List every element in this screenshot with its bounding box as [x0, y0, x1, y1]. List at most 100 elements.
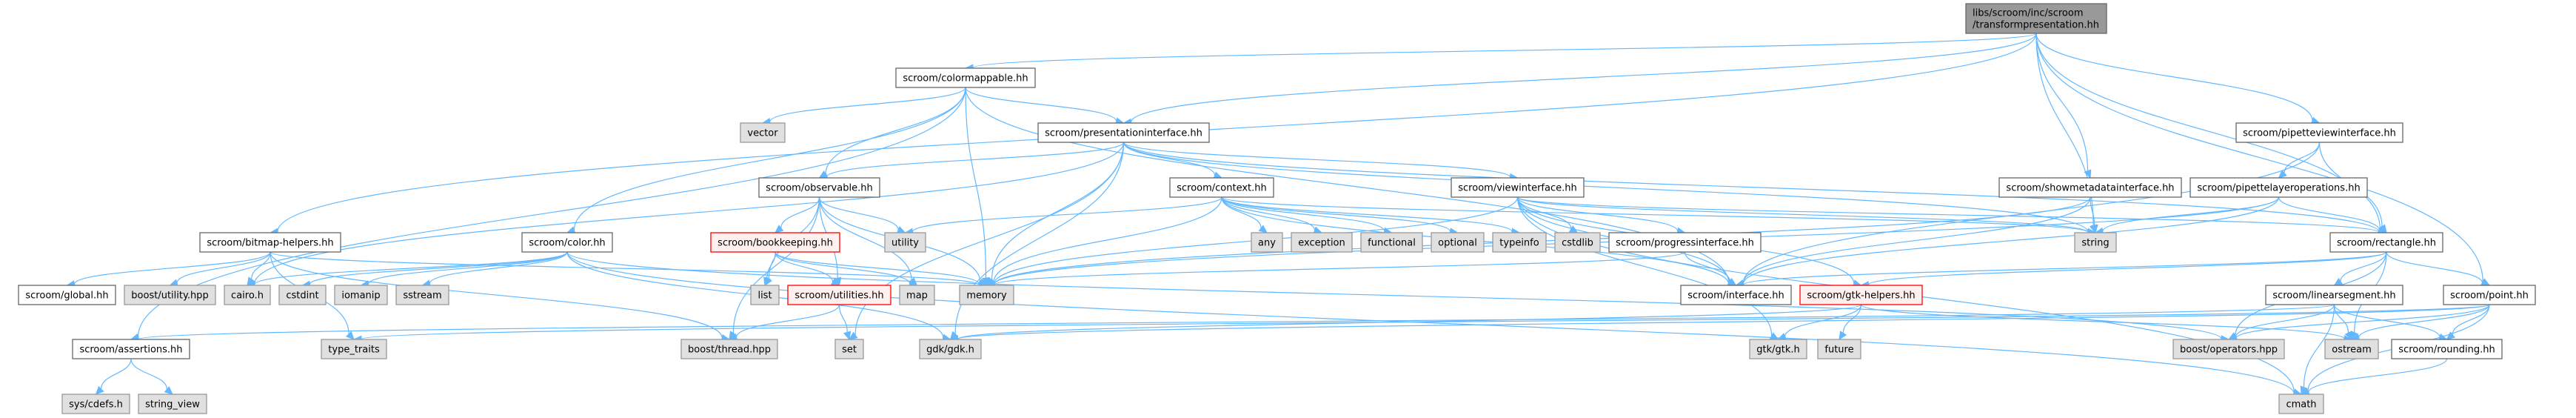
edge-line: [1221, 196, 1262, 228]
edge-line: [309, 251, 568, 285]
arrowhead-icon: [1839, 331, 1847, 341]
edge-line: [1684, 251, 1730, 282]
node-label: iomanip: [341, 291, 380, 302]
edge-bookkeeping-to-utilities: [775, 251, 840, 286]
node-label: scroom/global.hh: [25, 291, 108, 302]
node-gtk: gtk/gtk.h: [1749, 339, 1807, 359]
node-label: scroom/color.hh: [529, 238, 605, 249]
edge-line: [769, 87, 966, 122]
node-box: [199, 232, 341, 253]
node-global[interactable]: scroom/global.hh: [18, 285, 116, 305]
node-box: [959, 285, 1014, 305]
edge-line: [254, 142, 1125, 285]
edge-line: [957, 304, 2490, 340]
node-set: set: [834, 339, 864, 359]
node-label: scroom/rectangle.hh: [2337, 238, 2436, 249]
node-showmetadatainterface[interactable]: scroom/showmetadatainterface.hh: [1998, 177, 2182, 198]
node-box: [521, 232, 613, 253]
node-cstdint: cstdint: [278, 285, 327, 305]
node-pipettelayeroperations[interactable]: scroom/pipettelayeroperations.hh: [2189, 177, 2368, 198]
node-label: typeinfo: [1499, 238, 1539, 249]
node-box: [72, 339, 190, 359]
node-presentationinterface[interactable]: scroom/presentationinterface.hh: [1037, 122, 1210, 143]
node-rectangle[interactable]: scroom/rectangle.hh: [2329, 232, 2443, 253]
edge-color-to-cstdint: [301, 251, 568, 288]
node-bookkeeping[interactable]: scroom/bookkeeping.hh: [710, 232, 840, 253]
node-root[interactable]: libs/scroom/inc/scroom/transformpresenta…: [1965, 3, 2107, 34]
edge-line: [73, 251, 271, 285]
node-label: scroom/bitmap-helpers.hh: [207, 238, 333, 249]
node-box: [138, 394, 207, 414]
node-gtkhelpers[interactable]: scroom/gtk-helpers.hh: [1799, 285, 1923, 305]
node-syscdefs: sys/cdefs.h: [61, 394, 130, 414]
node-assertions[interactable]: scroom/assertions.hh: [72, 339, 190, 359]
edge-line: [2333, 304, 2440, 338]
node-box: [1965, 3, 2107, 34]
node-viewinterface[interactable]: scroom/viewinterface.hh: [1451, 177, 1585, 198]
edge-point-to-rounding: [2446, 304, 2490, 340]
edge-line: [254, 251, 568, 285]
edge-line: [2278, 196, 2381, 231]
edge-gtkhelpers-to-future: [1839, 304, 1862, 341]
edge-progressinterface-to-memory: [986, 251, 1686, 289]
edge-context-to-exception: [1221, 196, 1323, 234]
edges-layer: [66, 33, 2491, 398]
node-utilities[interactable]: scroom/utilities.hh: [787, 285, 891, 305]
node-box: [2172, 339, 2285, 359]
node-label: scroom/utilities.hh: [794, 291, 883, 302]
edge-line: [1221, 196, 1316, 230]
node-label: functional: [1368, 238, 1416, 249]
node-color[interactable]: scroom/color.hh: [521, 232, 613, 253]
node-box: [1291, 232, 1353, 253]
node-box: [2329, 232, 2443, 253]
edge-line: [1867, 251, 2387, 285]
edge-line: [2035, 33, 2089, 171]
node-box: [278, 285, 327, 305]
node-label: scroom/linearsegment.hh: [2272, 291, 2395, 302]
edge-line: [1860, 304, 2345, 339]
node-label: /transformpresentation.hh: [1973, 20, 2099, 31]
node-label: boost/utility.hpp: [131, 291, 208, 302]
node-box: [680, 339, 778, 359]
node-point[interactable]: scroom/point.hh: [2443, 285, 2536, 305]
edge-context-to-utility: [904, 196, 1222, 236]
node-context[interactable]: scroom/context.hh: [1169, 177, 1274, 198]
edge-line: [367, 251, 568, 285]
node-label: scroom/gtk-helpers.hh: [1807, 291, 1915, 302]
node-label: scroom/assertions.hh: [79, 345, 182, 356]
node-progressinterface[interactable]: scroom/progressinterface.hh: [1608, 232, 1762, 253]
node-rounding[interactable]: scroom/rounding.hh: [2391, 339, 2503, 359]
node-box: [2443, 285, 2536, 305]
edge-rectangle-to-gtkhelpers: [1860, 251, 2387, 289]
arrowhead-icon: [1727, 277, 1737, 286]
node-list: list: [750, 285, 780, 305]
edge-line: [780, 196, 820, 228]
edge-line: [2284, 142, 2321, 173]
node-box: [758, 177, 880, 198]
edge-colormappable-to-interface: [965, 87, 1737, 288]
node-bitmaphelpers[interactable]: scroom/bitmap-helpers.hh: [199, 232, 341, 253]
node-label: scroom/showmetadatainterface.hh: [2006, 183, 2174, 194]
node-box: [2324, 339, 2379, 359]
node-pipetteviewinterface[interactable]: scroom/pipetteviewinterface.hh: [2235, 122, 2403, 143]
edge-line: [2386, 251, 2483, 284]
edge-root-to-showmetadatainterface: [2035, 33, 2092, 179]
edge-linearsegment-to-ostream: [2333, 304, 2352, 341]
node-interface[interactable]: scroom/interface.hh: [1680, 285, 1792, 305]
edge-rounding-to-cmath: [2300, 358, 2448, 397]
arrowhead-icon: [1258, 225, 1268, 233]
node-ostream: ostream: [2324, 339, 2379, 359]
node-colormappable[interactable]: scroom/colormappable.hh: [895, 67, 1036, 88]
arrowhead-icon: [2344, 331, 2352, 341]
node-box: [124, 285, 216, 305]
edge-point-to-ostream: [2350, 304, 2490, 342]
node-stringview: string_view: [138, 394, 207, 414]
arrowhead-icon: [775, 225, 784, 233]
node-label: exception: [1298, 238, 1345, 249]
node-linearsegment[interactable]: scroom/linearsegment.hh: [2265, 285, 2403, 305]
node-cmath: cmath: [2278, 394, 2324, 414]
node-label: type_traits: [328, 345, 380, 356]
node-box: [1451, 177, 1585, 198]
node-observable[interactable]: scroom/observable.hh: [758, 177, 880, 198]
